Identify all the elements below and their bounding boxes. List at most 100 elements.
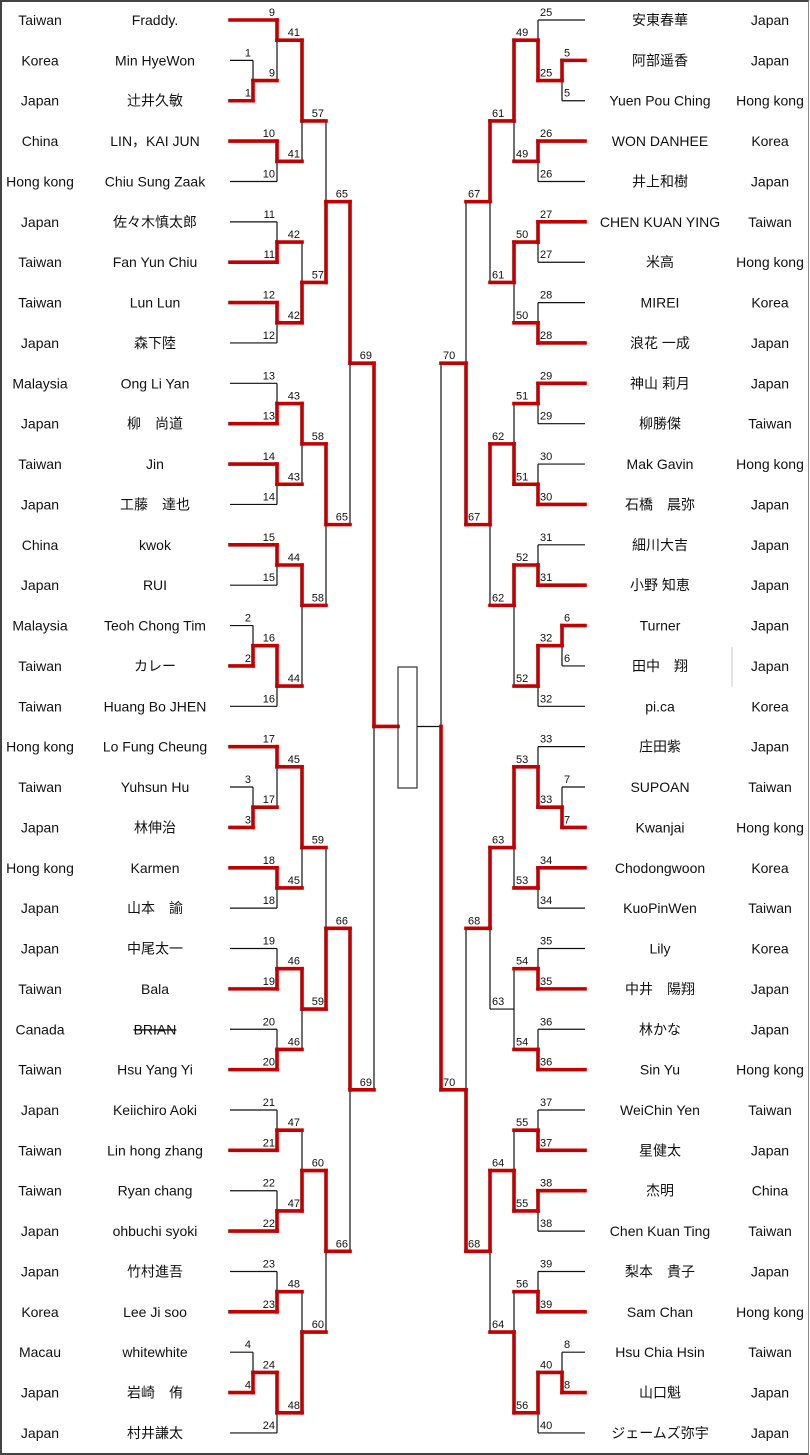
match-number-label: 6 — [564, 613, 570, 625]
player-country: Japan — [21, 1102, 59, 1118]
player-name: Teoh Chong Tim — [104, 618, 206, 634]
match-number-label: 13 — [263, 411, 275, 423]
match-number-label: 24 — [263, 1359, 275, 1371]
player-country: Japan — [21, 335, 59, 351]
match-number-label: 47 — [288, 1117, 300, 1129]
match-number-label: 66 — [336, 915, 348, 927]
player-name: 竹村進吾 — [127, 1263, 183, 1279]
player-name: Min HyeWon — [115, 52, 195, 68]
final-match-box — [397, 666, 418, 789]
player-name: SUPOAN — [630, 779, 689, 795]
match-number-label: 65 — [336, 512, 348, 524]
match-number-label: 21 — [263, 1137, 275, 1149]
player-country: Korea — [751, 698, 789, 714]
match-number-label: 34 — [540, 855, 552, 867]
match-number-label: 44 — [288, 673, 300, 685]
player-country: Macau — [19, 1344, 61, 1360]
match-number-label: 17 — [263, 734, 275, 746]
player-name: Hsu Chia Hsin — [615, 1344, 704, 1360]
player-name: 杰明 — [646, 1183, 674, 1199]
match-number-label: 5 — [564, 47, 570, 59]
player-country: China — [22, 133, 59, 149]
player-country: Taiwan — [18, 1142, 62, 1158]
player-country: Taiwan — [748, 214, 792, 230]
match-number-label: 44 — [288, 552, 300, 564]
match-number-label: 55 — [516, 1198, 528, 1210]
player-country: Japan — [21, 900, 59, 916]
